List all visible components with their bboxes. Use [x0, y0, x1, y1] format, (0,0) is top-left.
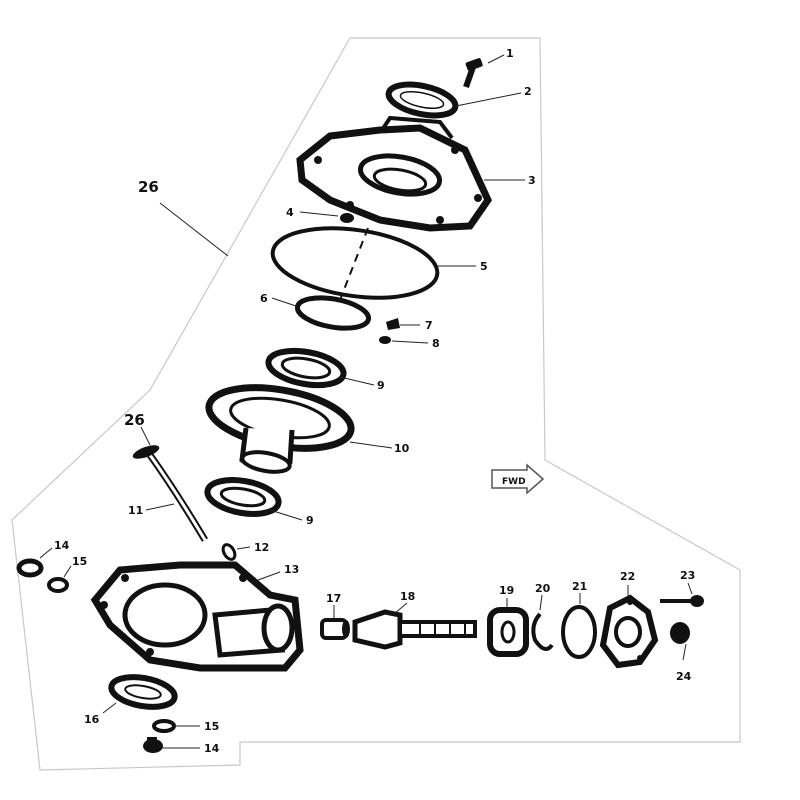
- part-label: 18: [400, 590, 415, 603]
- o-ring-small-part: [561, 605, 597, 659]
- part-label: 6: [260, 292, 268, 305]
- part-label: 1: [506, 47, 514, 60]
- part-label: 10: [394, 442, 410, 455]
- forward-arrow-icon: FWD: [491, 463, 545, 495]
- bearing-upper-part: [265, 347, 347, 389]
- part-label: 26: [138, 178, 159, 196]
- part-label: 12: [254, 541, 269, 554]
- part-label: 19: [499, 584, 514, 597]
- part-label: 9: [306, 514, 314, 527]
- o-ring-part: [270, 226, 440, 300]
- dowel-pin-part: [340, 213, 354, 223]
- pinion-shaft-part: [352, 609, 477, 650]
- bolt-small-part: [386, 318, 400, 330]
- oil-seal-part: [385, 81, 459, 119]
- pinion-bearing-part: [487, 607, 529, 657]
- drain-plug-lower-part: [143, 737, 163, 753]
- gear-case-cover-part: [296, 115, 493, 232]
- housing-bolt-part: [660, 595, 704, 607]
- part-label: 7: [425, 319, 433, 332]
- part-label: 16: [84, 713, 100, 726]
- part-label: 23: [680, 569, 695, 582]
- part-label: 2: [524, 85, 532, 98]
- part-label: 8: [432, 337, 440, 350]
- leader-lines: [39, 54, 693, 749]
- part-label: 15: [204, 720, 219, 733]
- part-labels: 1 2 3 4 5 6 7 8 9 10 9 11 12 13 14 15 16…: [54, 47, 695, 755]
- part-label: 26: [124, 411, 145, 429]
- coupling-part: [320, 618, 350, 640]
- part-label: 9: [377, 379, 385, 392]
- part-label: 15: [72, 555, 87, 568]
- part-label: 3: [528, 174, 536, 187]
- gear-case-part: [90, 561, 304, 672]
- shim-part: [294, 295, 372, 331]
- ring-gear-part: [205, 384, 355, 474]
- part-label: 5: [480, 260, 488, 273]
- part-label: 22: [620, 570, 635, 583]
- gasket-washer-lower-part: [152, 719, 176, 733]
- bearing-lower-part: [204, 477, 282, 517]
- washer-small-part: [379, 336, 391, 344]
- part-label: 4: [286, 206, 294, 219]
- assembly-group-outline: [11, 37, 741, 771]
- circlip-part: [531, 612, 554, 651]
- part-label: 14: [54, 539, 70, 552]
- part-label: 13: [284, 563, 299, 576]
- bearing-housing-part: [599, 594, 659, 669]
- drain-plug-part: [16, 558, 44, 578]
- part-label: 20: [535, 582, 551, 595]
- part-label: 21: [572, 580, 587, 593]
- fwd-label: FWD: [502, 477, 526, 487]
- fitting-part: [221, 543, 237, 561]
- part-label: 11: [128, 504, 143, 517]
- breather-hose-part: [132, 445, 209, 542]
- part-label: 24: [676, 670, 692, 683]
- cap-part: [670, 622, 690, 644]
- axis-line: [339, 227, 369, 301]
- part-label: 14: [204, 742, 220, 755]
- oil-seal-lower-part: [108, 674, 178, 710]
- gasket-washer-part: [47, 577, 69, 593]
- bolt-part: [463, 58, 483, 88]
- part-label: 17: [326, 592, 341, 605]
